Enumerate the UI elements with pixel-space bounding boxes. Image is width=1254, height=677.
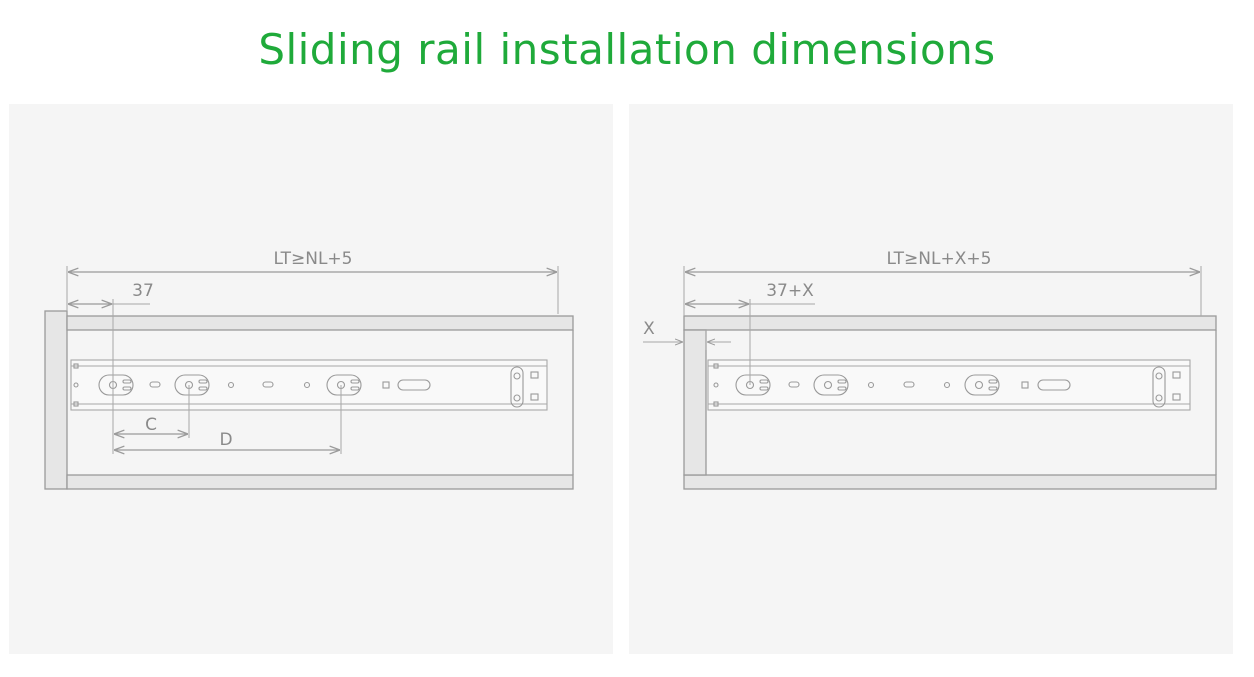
dim-length-label: LT≥NL+5 [273, 249, 352, 269]
top-board [683, 315, 1217, 331]
mount-slot-3 [964, 374, 1000, 396]
front-panel-recessed [683, 329, 707, 476]
cabinet-rail-diagram-left: LT≥NL+5 37 C D [44, 249, 574, 490]
dim-c-label: C [145, 415, 157, 435]
diagram-panel-without-offset: LT≥NL+5 37 C D [9, 104, 613, 654]
dim-x-label: X [643, 319, 655, 339]
slide-rail [70, 359, 548, 411]
dim-offset-label: 37+X [766, 281, 814, 301]
bottom-board [66, 474, 574, 490]
mount-slot-2 [174, 374, 210, 396]
diagram-panel-with-offset: LT≥NL+X+5 37+X X [629, 104, 1233, 654]
bottom-board [683, 474, 1217, 490]
front-panel [44, 310, 68, 490]
dim-length-label: LT≥NL+X+5 [887, 249, 992, 269]
slide-rail [707, 359, 1191, 411]
dim-d-label: D [219, 430, 232, 450]
dim-offset-label: 37 [132, 281, 154, 301]
mount-hole [149, 381, 161, 388]
cabinet-rail-diagram-right: LT≥NL+X+5 37+X X [643, 249, 1217, 490]
top-board [66, 315, 574, 331]
page-title: Sliding rail installation dimensions [258, 25, 996, 74]
mount-slot-2 [813, 374, 849, 396]
